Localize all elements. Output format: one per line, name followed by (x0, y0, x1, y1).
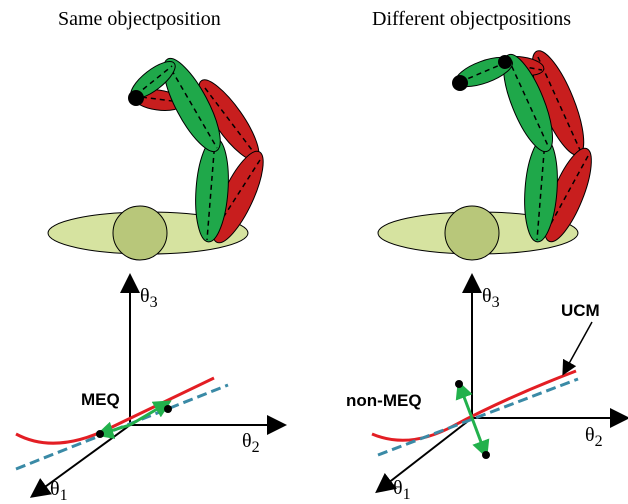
right-panel-title: Different objectpositions (372, 8, 572, 30)
left-axes: MEQ θ3 θ2 θ1 (15, 273, 287, 504)
left-arm-figure (47, 57, 264, 261)
meq-arrow-right (129, 400, 172, 427)
non-meq-point-up (455, 380, 463, 388)
ucm-curve (15, 376, 215, 445)
theta3-label-left: θ3 (140, 285, 158, 311)
meq-arrow-left (95, 421, 131, 439)
meq-point-right (164, 405, 172, 413)
object-dot (128, 90, 144, 106)
right-arm-figure (377, 50, 592, 261)
theta3-label-right: θ3 (482, 285, 500, 311)
ucm-pointer (562, 321, 593, 376)
linear-approximation (377, 377, 579, 457)
head-circle (112, 205, 168, 261)
theta1-label-right: θ1 (393, 477, 411, 503)
non-meq-arrow-up (455, 380, 474, 419)
theta2-label-right: θ2 (585, 424, 603, 450)
meq-point-left (96, 430, 104, 438)
object-dot-second (498, 55, 512, 69)
head-circle (444, 205, 500, 261)
non-meq-label: non-MEQ (346, 391, 422, 410)
object-dot-first (452, 75, 468, 91)
green-arm (130, 57, 229, 243)
right-axes: non-MEQ UCM θ3 θ2 θ1 (346, 273, 628, 503)
theta1-label-left: θ1 (50, 478, 68, 504)
left-panel-title: Same objectposition (58, 8, 221, 30)
meq-label: MEQ (81, 390, 120, 409)
theta2-label-left: θ2 (242, 430, 260, 456)
theta1-axis (375, 417, 473, 494)
green-arm (455, 53, 558, 243)
non-meq-arrow-down (470, 417, 490, 459)
ucm-label: UCM (561, 301, 600, 320)
non-meq-point-down (482, 451, 490, 459)
